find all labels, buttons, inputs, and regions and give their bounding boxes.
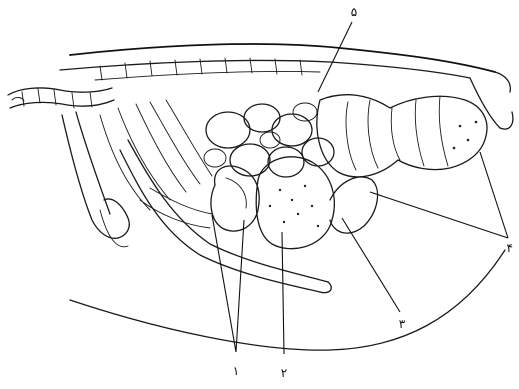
leader-4 xyxy=(370,152,508,238)
scapula xyxy=(62,112,129,238)
leader-1 xyxy=(212,215,244,352)
organ-two xyxy=(256,157,334,249)
colon xyxy=(317,95,487,177)
intestine-coils xyxy=(204,103,334,177)
callout-5: ۵ xyxy=(351,5,357,19)
organ-three xyxy=(330,177,378,233)
leader-5 xyxy=(318,22,352,92)
callout-4: ۴ xyxy=(507,241,513,255)
spine-outline xyxy=(60,44,510,92)
belly-outline xyxy=(70,250,505,350)
callout-3: ۳ xyxy=(399,317,406,331)
leader-2 xyxy=(282,232,284,354)
forelimb xyxy=(100,140,331,293)
ribs xyxy=(100,100,212,228)
cervical-vertebrae xyxy=(8,88,114,108)
callout-1: ۱ xyxy=(233,364,239,378)
stomach xyxy=(211,166,259,231)
leader-3 xyxy=(342,218,400,312)
callout-2: ۲ xyxy=(281,366,287,380)
